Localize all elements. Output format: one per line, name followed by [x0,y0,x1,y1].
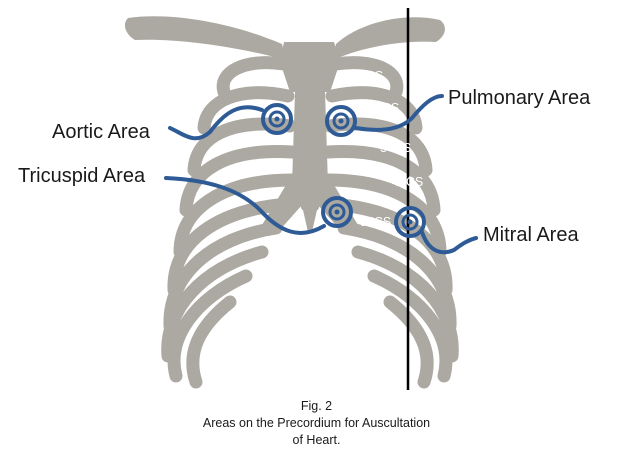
mitral-marker [394,206,426,238]
rib-cage [124,16,459,389]
pulmonary-marker [325,105,357,137]
tricuspid-leader [164,176,326,235]
left-ribs [161,56,299,389]
right-ribs [321,56,459,389]
ics-label-3: 3 ICS [380,141,411,155]
ics-labels: 1 ICS 2 ICS 3 ICS 4 ICS 5 ICS [352,69,423,229]
right-clavicle [333,17,445,60]
ics-label-2: 2 ICS [368,101,399,115]
left-clavicle [124,16,286,60]
sternum-body [292,92,328,210]
ics-label-4: 4 ICS [392,175,423,189]
aortic-area-label: Aortic Area [52,121,151,143]
figure-caption-line2: of Heart. [292,433,341,447]
markers [261,103,426,238]
mitral-area-label: Mitral Area [483,224,579,246]
mitral-leader [420,230,478,255]
pulmonary-area-label: Pulmonary Area [448,87,591,109]
tricuspid-marker [321,196,353,228]
manubrium [280,42,340,92]
figure-caption-line1: Areas on the Precordium for Auscultation [202,416,431,430]
ics-label-5: 5 ICS [360,215,391,229]
area-labels: Aortic Area Pulmonary Area Tricuspid Are… [18,87,591,246]
aortic-leader [168,105,264,141]
pulmonary-leader [354,94,444,132]
aortic-marker [261,103,293,135]
leader-lines [164,94,478,255]
ics-label-1: 1 ICS [352,69,383,83]
tricuspid-area-label: Tricuspid Area [18,165,146,187]
xiphoid [303,210,317,232]
figure-number: Fig. 2 [300,399,333,413]
